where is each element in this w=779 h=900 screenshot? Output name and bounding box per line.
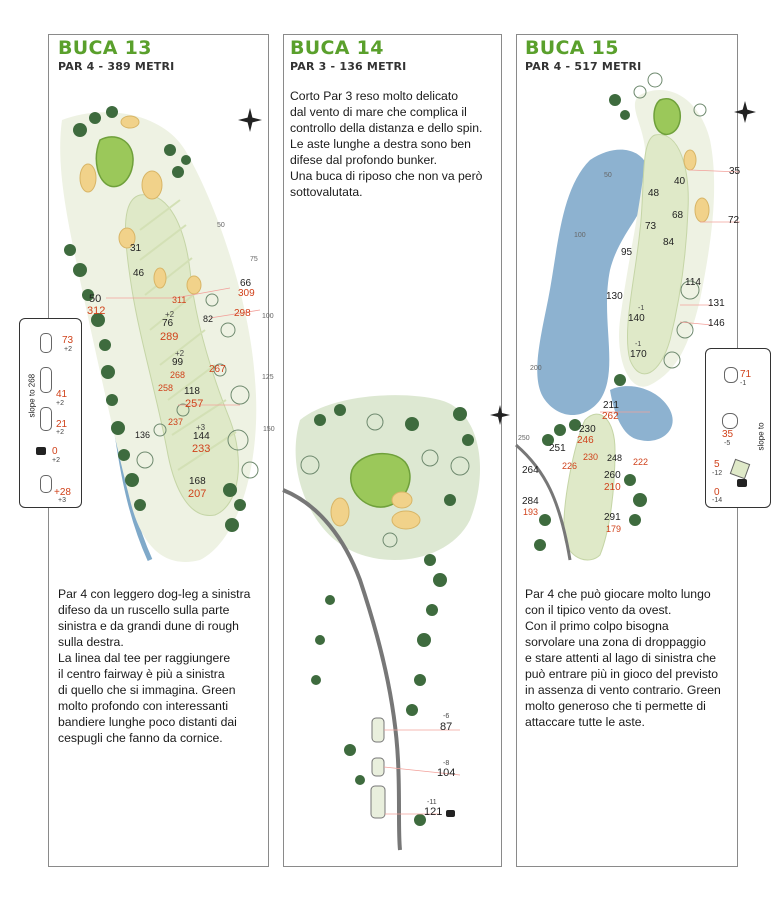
distance-label: 237 [168,417,184,427]
scale-label: 50 [604,172,612,179]
distance-label: 99 [172,357,184,368]
distance-label: 118 [184,386,200,397]
distance-label: 268 [170,370,186,380]
scale-label: 125 [262,374,274,381]
distance-label: 144 [193,431,210,442]
hole-15-slope-inset: slope to 71 -1 35 -5 5 -12 0 -14 [705,348,771,508]
hole-14-title: BUCA 14 [290,37,384,59]
scale-label: 50 [217,222,225,229]
distance-label: 309 [238,288,255,299]
scale-label: 75 [250,256,258,263]
hole-15-description: Par 4 che può giocare molto lungo con il… [525,587,721,729]
scale-label: 200 [530,365,542,372]
distance-label: 207 [188,488,207,500]
camera-icon [446,810,455,817]
distance-label: 289 [160,331,179,343]
scale-label: 100 [262,313,274,320]
distance-label: 257 [185,398,204,410]
slope-label: slope to [756,422,766,451]
distance-label: 258 [158,383,174,393]
hole-14-description: Corto Par 3 reso molto delicato dal vent… [290,89,483,199]
distance-label: 76 [162,318,174,329]
hole-15-subtitle: PAR 4 - 517 METRI [525,60,642,73]
hole-13-subtitle: PAR 4 - 389 METRI [58,60,175,73]
distance-label: 82 [203,314,214,324]
distance-label: 136 [135,430,151,440]
scale-label: 250 [518,435,530,442]
distance-label: 46 [133,268,145,279]
camera-icon [36,447,46,455]
hole-13-description: Par 4 con leggero dog-leg a sinistra dif… [58,587,251,745]
hole-13-title: BUCA 13 [58,37,152,59]
distance-label: +3 [196,423,206,432]
slope-label: slope to 268 [27,373,37,418]
distance-label: 267 [209,364,226,375]
distance-label: 312 [87,305,106,317]
distance-label: 66 [240,278,252,289]
hole-14-subtitle: PAR 3 - 136 METRI [290,60,407,73]
distance-label: 298 [234,308,251,319]
distance-label: 31 [130,243,142,254]
scale-label: 150 [263,426,275,433]
distance-label: +2 [175,349,185,358]
hole-13-slope-inset: slope to 268 73 +2 41 +2 21 +2 0 +2 +28 … [19,318,82,508]
hole-15-title: BUCA 15 [525,37,619,59]
distance-label: 50 [89,293,102,305]
distance-label: 311 [172,295,187,305]
scale-label: 100 [574,232,586,239]
distance-label: +2 [165,310,175,319]
distance-label: 233 [192,443,211,455]
distance-label: 168 [189,476,206,487]
camera-icon [737,479,747,487]
